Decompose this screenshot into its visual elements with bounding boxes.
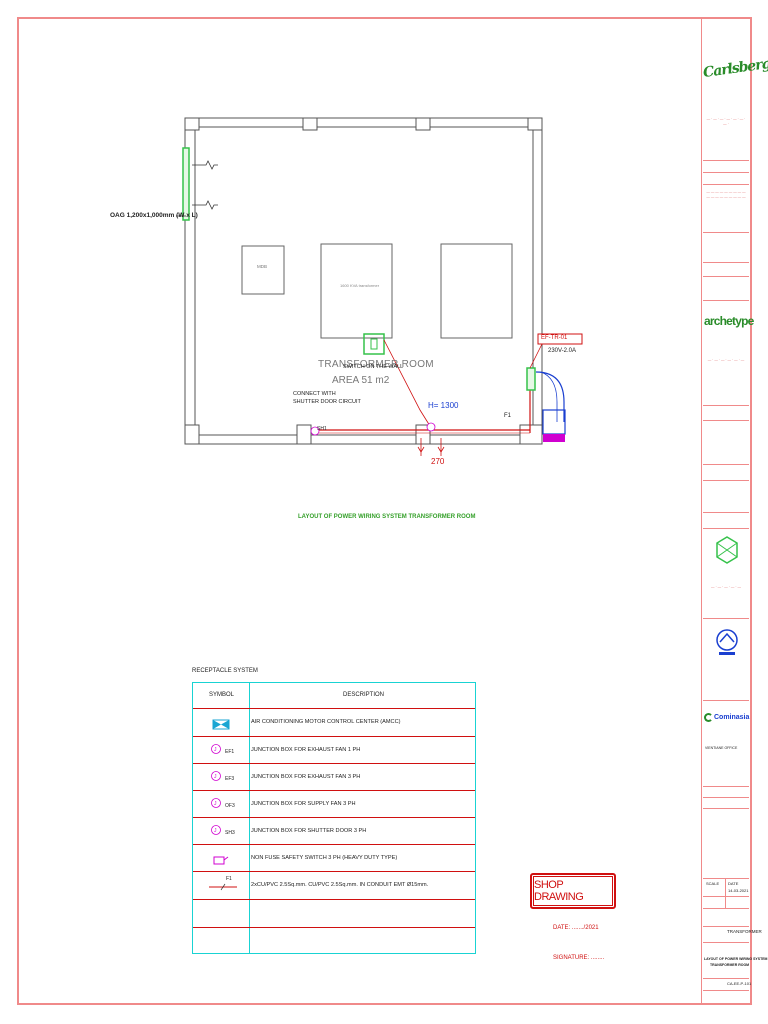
ef-tag: EF-TR-01 bbox=[541, 335, 568, 341]
section-label: TRANSFORMER bbox=[727, 929, 762, 934]
consultant-logo-icon bbox=[716, 536, 738, 571]
mdb-box bbox=[241, 245, 285, 295]
transformer-box bbox=[320, 243, 393, 339]
table-row: NON FUSE SAFETY SWITCH 3 PH (HEAVY DUTY … bbox=[193, 844, 475, 865]
svg-text:J: J bbox=[214, 774, 217, 780]
stamp-label: SHOP DRAWING bbox=[533, 876, 613, 906]
table-row: AIR CONDITIONING MOTOR CONTROL CENTER (A… bbox=[193, 708, 475, 730]
column bbox=[184, 117, 200, 131]
wall-inner bbox=[194, 126, 534, 436]
amcc-symbol-icon bbox=[193, 717, 249, 735]
shop-drawing-stamp: SHOP DRAWING bbox=[530, 873, 616, 909]
switch-note: SWITCH ON THE WALL bbox=[343, 364, 404, 370]
junction-sh1 bbox=[310, 426, 320, 436]
legend-header-symbol: SYMBOL bbox=[209, 692, 235, 698]
sh-tag: SH1 bbox=[317, 426, 327, 432]
architect-logo: archetype bbox=[704, 314, 754, 328]
column bbox=[296, 424, 312, 445]
junction-ef bbox=[426, 422, 436, 432]
engineer-logo-icon bbox=[714, 626, 740, 665]
transformer-label: 1600 KVA transformer bbox=[340, 283, 380, 288]
column bbox=[415, 117, 431, 131]
table-row bbox=[193, 927, 475, 928]
drawing-number: CA-EE-P-101 bbox=[727, 981, 752, 986]
safety-switch-symbol-icon bbox=[193, 853, 249, 871]
exhaust-fan bbox=[526, 367, 536, 391]
floor-plan bbox=[176, 117, 583, 456]
notes-block: — — — — — — — — — — — — — — — — — — bbox=[706, 190, 746, 199]
stamp-sign-line: SIGNATURE: ........ bbox=[553, 955, 605, 961]
client-logo: Carlsberg bbox=[702, 55, 768, 82]
junction-box-symbol-icon: J EF1 bbox=[193, 743, 249, 762]
legend-header-description: DESCRIPTION bbox=[343, 692, 385, 698]
contractor-office: VIENTIANE OFFICE bbox=[705, 746, 738, 750]
scale-label: SCALE bbox=[706, 881, 720, 886]
oag-label: OAG 1,200x1,000mm (W x L) bbox=[110, 212, 198, 219]
drawing-title: LAYOUT OF POWER WIRING SYSTEM TRANSFORME… bbox=[298, 514, 476, 520]
wire-symbol-icon: F1 bbox=[193, 876, 249, 897]
svg-text:J: J bbox=[214, 801, 217, 807]
column bbox=[184, 424, 200, 445]
mdb-label: MDB bbox=[257, 264, 267, 269]
wall-switch bbox=[363, 333, 385, 355]
date-value: 14-03-2021 bbox=[728, 888, 749, 893]
connect-note-1: CONNECT WITH bbox=[293, 391, 336, 397]
fan-duct bbox=[535, 371, 565, 422]
column bbox=[302, 117, 318, 131]
sheet-border bbox=[17, 17, 752, 1005]
stamp-date-line: DATE: ......./2021 bbox=[553, 925, 599, 931]
ef-rating: 230V-2.0A bbox=[548, 348, 577, 354]
table-row: J EF3 JUNCTION BOX FOR EXHAUST FAN 3 PH bbox=[193, 763, 475, 782]
tb-title-1: LAYOUT OF POWER WIRING SYSTEM bbox=[704, 957, 768, 961]
junction-box-symbol-icon: J OF3 bbox=[193, 797, 249, 816]
contractor-logo: Cominasia bbox=[704, 713, 750, 722]
room-name: TRANSFORMER ROOM bbox=[318, 359, 434, 370]
table-row: J OF3 JUNCTION BOX FOR SUPPLY FAN 3 PH bbox=[193, 790, 475, 809]
date-label: DATE bbox=[728, 881, 739, 886]
column bbox=[527, 117, 543, 131]
table-row: J EF1 JUNCTION BOX FOR EXHAUST FAN 1 PH bbox=[193, 736, 475, 755]
architect-address: — · — · — · — · — · — bbox=[707, 358, 745, 362]
legend-title: RECEPTACLE SYSTEM bbox=[192, 668, 258, 674]
column bbox=[519, 424, 543, 445]
table-row: J SH3 JUNCTION BOX FOR SHUTTER DOOR 3 PH bbox=[193, 817, 475, 836]
contractor-logo-icon bbox=[704, 713, 713, 722]
wall-outer bbox=[184, 117, 543, 445]
svg-text:J: J bbox=[214, 828, 217, 834]
transformer-box-2 bbox=[440, 243, 513, 339]
table-row bbox=[193, 899, 475, 900]
title-block bbox=[701, 19, 750, 1003]
table-row: F1 2xCU/PVC 2.5Sq.mm. CU/PVC 2.5Sq.mm. I… bbox=[193, 871, 475, 891]
dimension-270: 270 bbox=[431, 457, 445, 466]
ef-tag-box bbox=[537, 333, 583, 345]
junction-box-symbol-icon: J SH3 bbox=[193, 824, 249, 843]
legend-table: SYMBOL DESCRIPTION AIR CONDITIONING MOTO… bbox=[192, 682, 476, 954]
height-label: H= 1300 bbox=[428, 401, 459, 410]
tb-title-2: TRANSFORMER ROOM bbox=[710, 963, 750, 967]
svg-text:J: J bbox=[214, 747, 217, 753]
room-area: AREA 51 m2 bbox=[332, 375, 390, 386]
fan-safety-switch bbox=[543, 434, 565, 442]
consultant-address: — · — · — · — · — bbox=[711, 585, 741, 589]
oag-grille bbox=[182, 147, 190, 221]
connect-note-2: SHUTTER DOOR CIRCUIT bbox=[293, 399, 361, 405]
junction-box-symbol-icon: J EF3 bbox=[193, 770, 249, 789]
client-address: — · — · — · — · — · — · — · bbox=[706, 117, 746, 126]
circuit-line bbox=[383, 339, 431, 427]
wire-label: F1 bbox=[504, 413, 512, 419]
